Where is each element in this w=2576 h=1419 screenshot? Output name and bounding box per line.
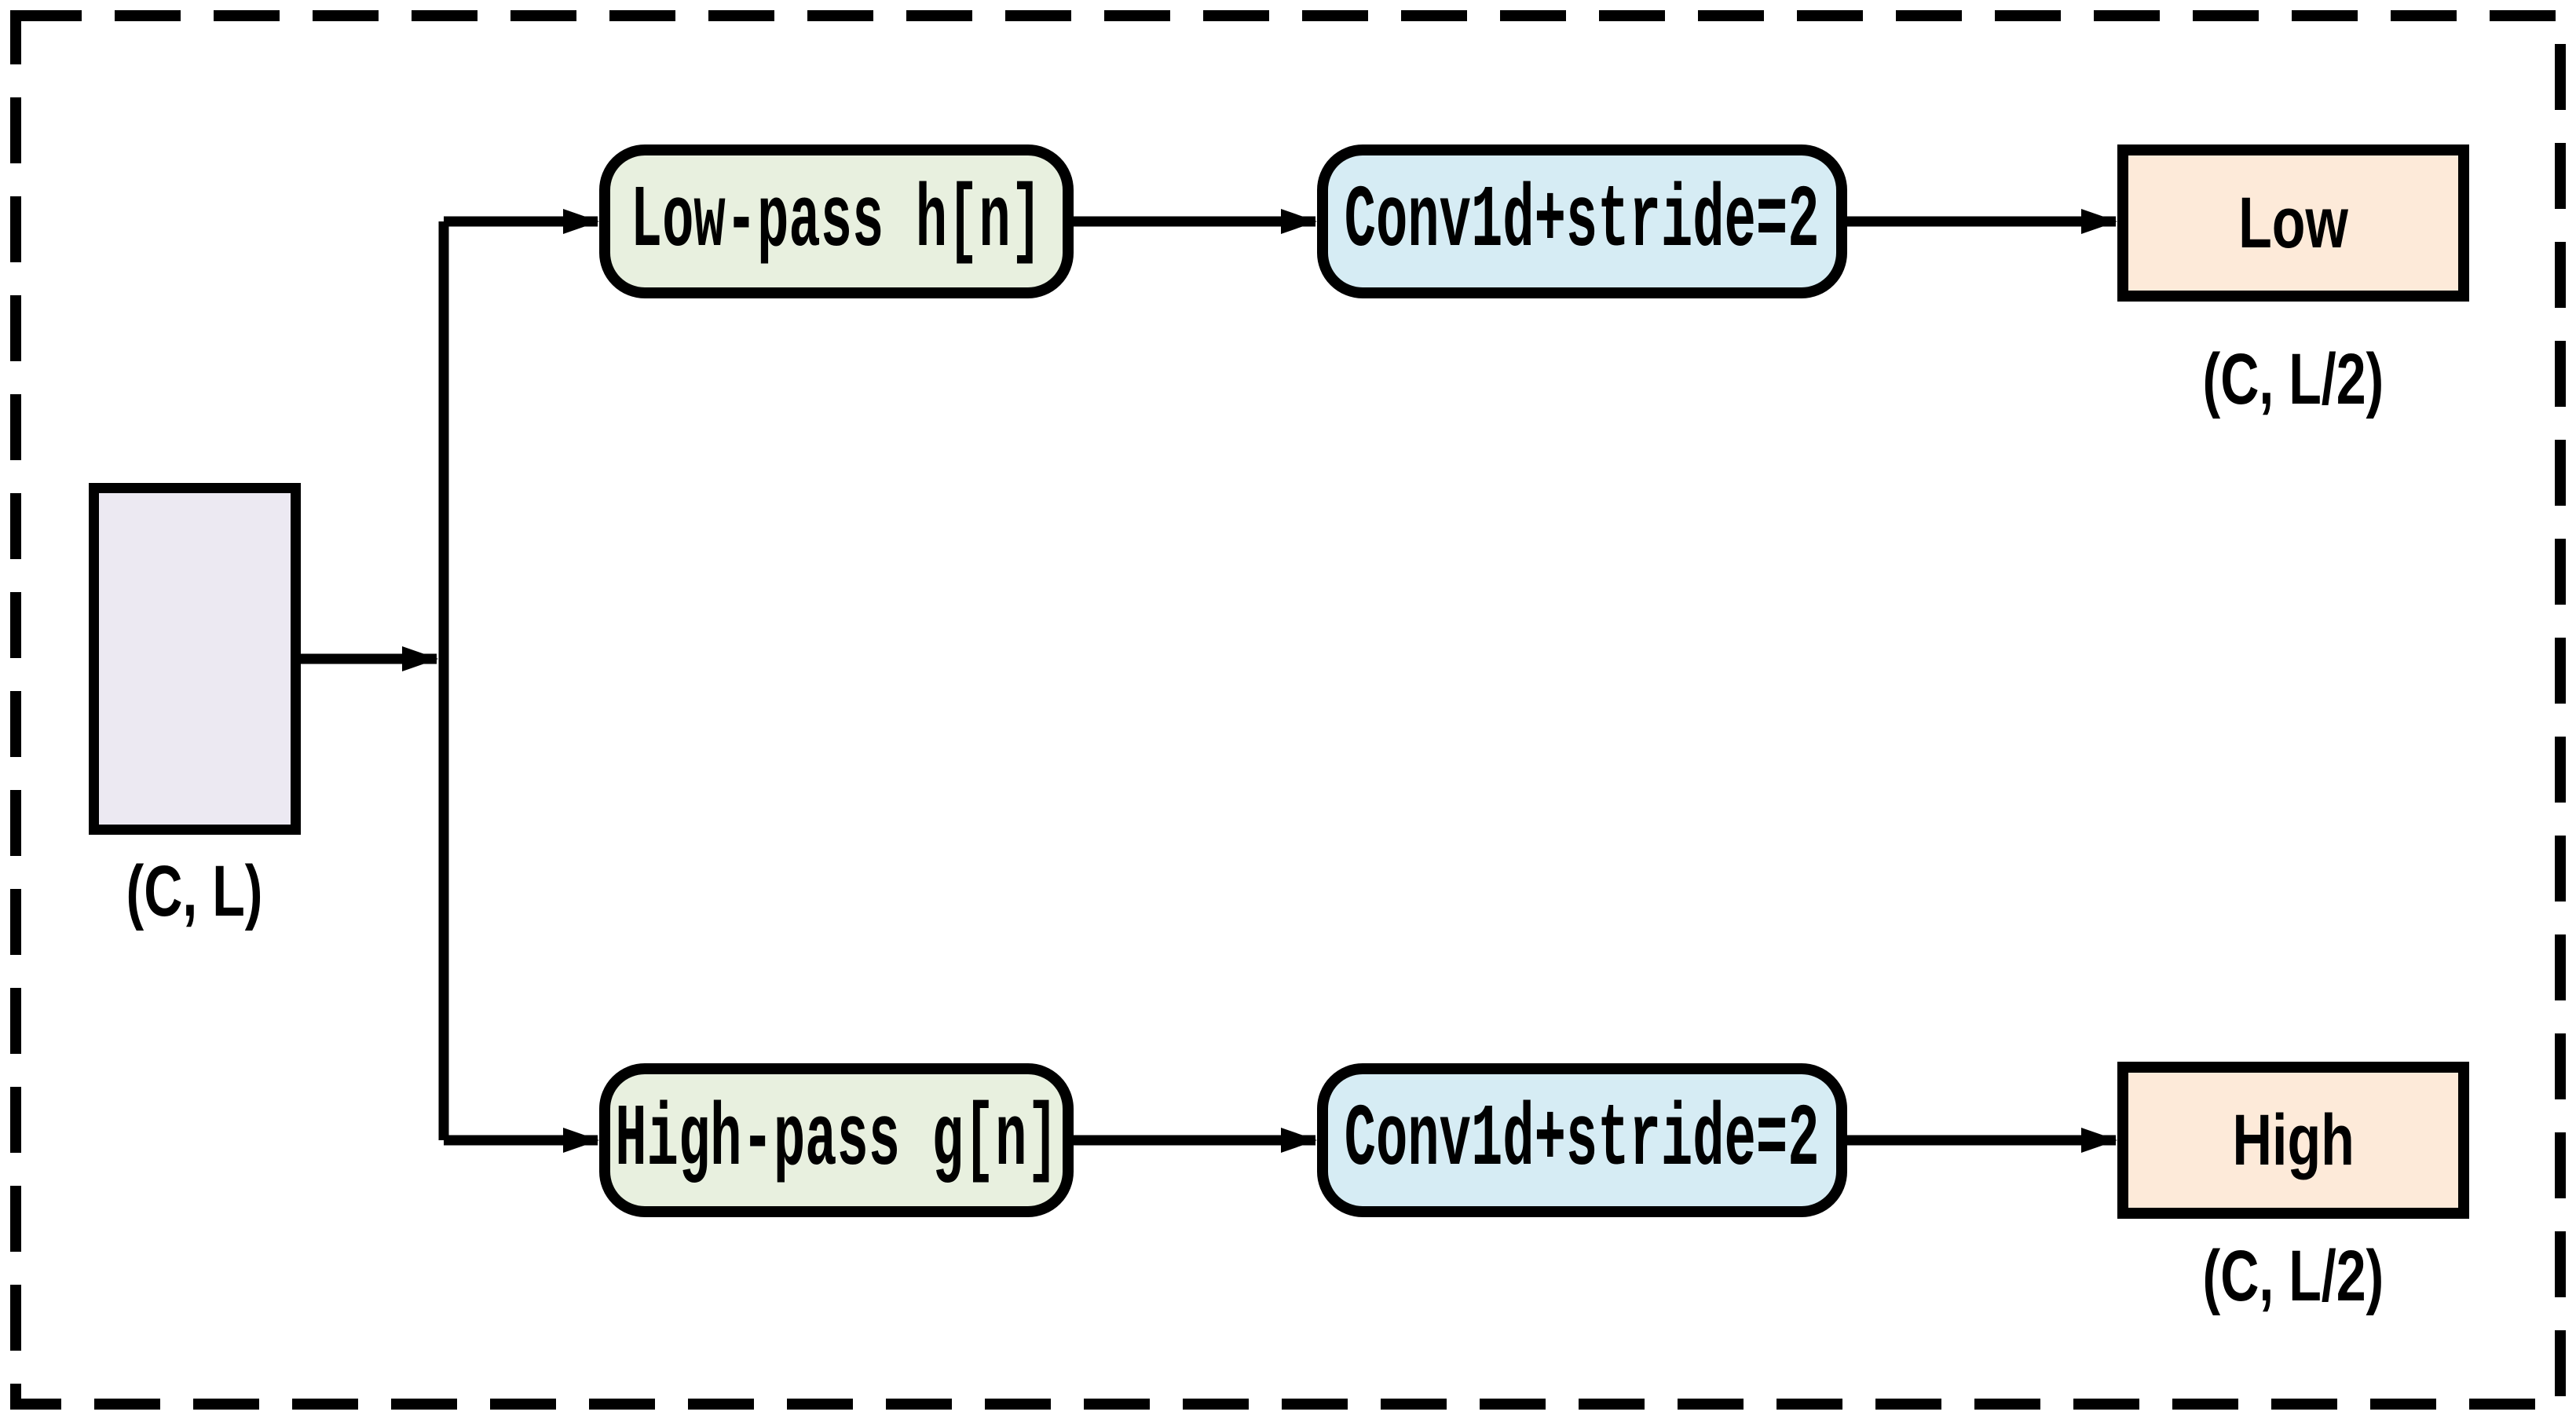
conv-stride-label-top: Conv1d+stride=2 (1345, 171, 1820, 272)
low-output-dims-label: (C, L/2) (2117, 336, 2469, 422)
highpass-filter-label: High-pass g[n] (614, 1090, 1059, 1190)
low-output-box: Low (2117, 144, 2469, 302)
dashed-border (10, 10, 2566, 1410)
high-output-dims-text: (C, L/2) (2202, 1235, 2384, 1316)
input-dims-text: (C, L) (126, 850, 263, 931)
conv-stride-box-bottom: Conv1d+stride=2 (1317, 1063, 1847, 1217)
input-dims-label: (C, L) (38, 848, 352, 934)
lowpass-filter-box: Low-pass h[n] (599, 144, 1074, 298)
low-output-label: Low (2238, 182, 2348, 263)
high-output-dims-label: (C, L/2) (2117, 1233, 2469, 1319)
input-tensor-box (89, 483, 301, 835)
conv-stride-label-bottom: Conv1d+stride=2 (1345, 1090, 1820, 1190)
high-output-box: High (2117, 1062, 2469, 1219)
highpass-filter-box: High-pass g[n] (599, 1063, 1074, 1217)
low-output-dims-text: (C, L/2) (2202, 338, 2384, 419)
conv-stride-box-top: Conv1d+stride=2 (1317, 144, 1847, 298)
high-output-label: High (2232, 1099, 2355, 1180)
lowpass-filter-label: Low-pass h[n] (630, 171, 1043, 272)
